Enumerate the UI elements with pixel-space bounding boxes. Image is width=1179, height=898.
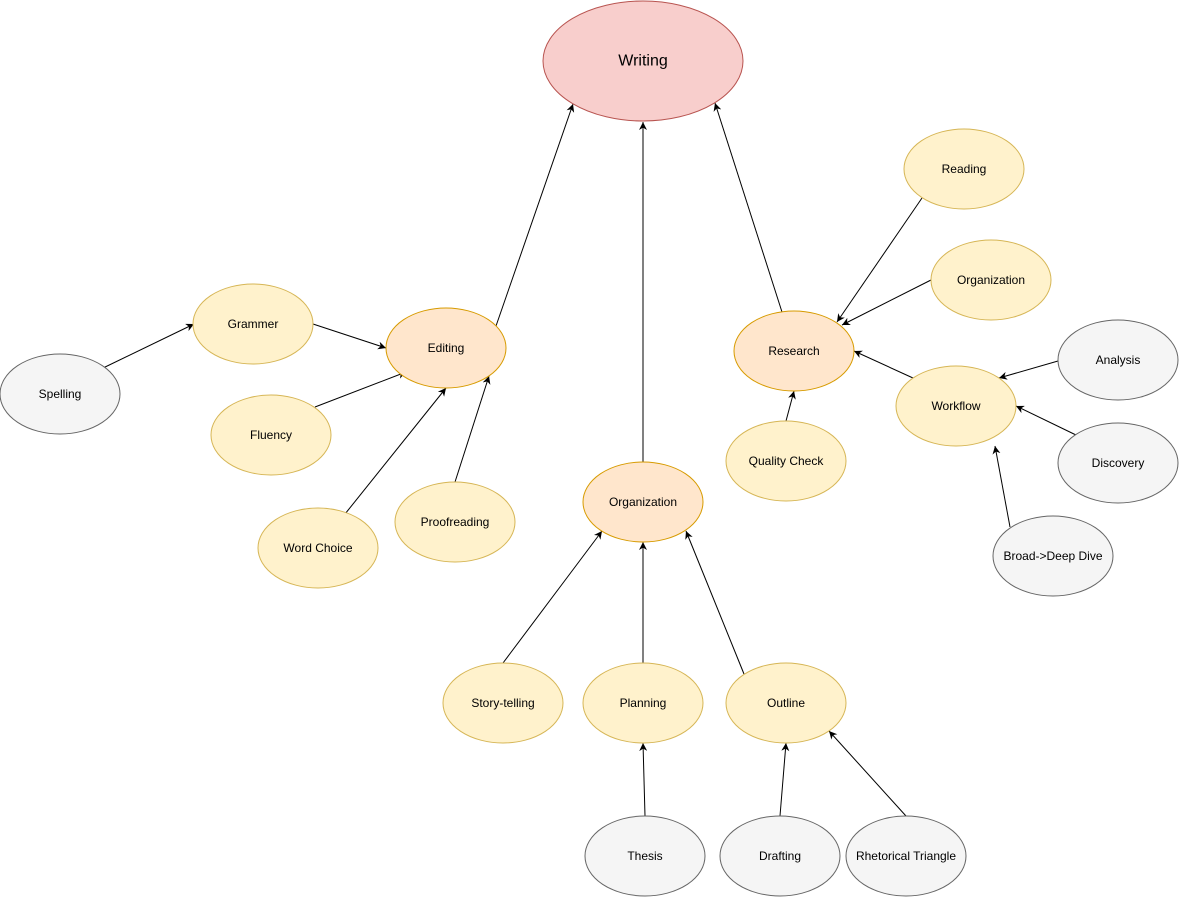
node-ellipse-workflow[interactable] [895,365,1017,447]
edge-grammer-to-editing [312,323,387,350]
node-ellipse-editing[interactable] [385,307,507,389]
node-ellipse-organization-research[interactable] [930,239,1052,321]
edge-spelling-to-grammer [100,323,195,370]
node-label-quality-check: Quality Check [749,454,825,468]
edge-rhetorical-triangle-to-outline [828,730,907,817]
node-ellipse-thesis[interactable] [584,815,706,897]
edge-fluency-to-editing [314,371,407,408]
node-label-editing: Editing [428,341,465,355]
edge-word-choice-to-editing [344,387,447,515]
node-ellipse-fluency[interactable] [210,394,332,476]
node-ellipse-outline[interactable] [725,662,847,744]
node-rhetorical-triangle[interactable]: Rhetorical Triangle [845,815,967,897]
node-quality-check[interactable]: Quality Check [725,420,847,502]
node-label-rhetorical-triangle: Rhetorical Triangle [856,849,956,863]
node-reading[interactable]: Reading [903,128,1025,210]
node-ellipse-story-telling[interactable] [442,662,564,744]
node-ellipse-analysis[interactable] [1057,319,1179,401]
node-label-drafting: Drafting [759,849,801,863]
node-ellipse-research[interactable] [733,310,855,392]
node-ellipse-discovery[interactable] [1057,422,1179,504]
node-fluency[interactable]: Fluency [210,394,332,476]
edge-workflow-to-research [853,350,914,379]
edge-quality-check-to-research [785,390,796,422]
node-label-workflow: Workflow [931,399,980,413]
node-label-writing: Writing [618,53,668,70]
node-broad-deep-dive[interactable]: Broad->Deep Dive [992,515,1114,597]
node-label-spelling: Spelling [39,387,82,401]
node-label-story-telling: Story-telling [471,696,534,710]
edge-drafting-to-outline [779,742,790,817]
node-research[interactable]: Research [733,310,855,392]
node-label-fluency: Fluency [250,428,292,442]
edge-organization-research-to-research [841,279,932,326]
node-label-outline: Outline [767,696,805,710]
edge-thesis-to-planning [639,742,648,817]
node-writing[interactable]: Writing [542,0,744,122]
edge-editing-to-writing [495,103,575,327]
node-grammer[interactable]: Grammer [192,283,314,365]
node-ellipse-reading[interactable] [903,128,1025,210]
edge-research-to-writing [713,102,783,313]
node-ellipse-quality-check[interactable] [725,420,847,502]
node-label-organization-research: Organization [957,273,1025,287]
node-label-organization-main: Organization [609,495,677,509]
node-label-planning: Planning [620,696,667,710]
node-label-grammer: Grammer [228,317,279,331]
node-label-reading: Reading [942,162,987,176]
node-label-research: Research [768,344,819,358]
node-discovery[interactable]: Discovery [1057,422,1179,504]
edge-story-telling-to-organization-main [502,530,603,664]
node-editing[interactable]: Editing [385,307,507,389]
node-label-proofreading: Proofreading [421,515,490,529]
node-ellipse-grammer[interactable] [192,283,314,365]
node-ellipse-writing[interactable] [542,0,744,122]
node-thesis[interactable]: Thesis [584,815,706,897]
node-label-word-choice: Word Choice [283,541,352,555]
node-ellipse-planning[interactable] [582,662,704,744]
node-ellipse-organization-main[interactable] [582,461,704,543]
node-drafting[interactable]: Drafting [719,815,841,897]
node-ellipse-proofreading[interactable] [394,481,516,563]
node-organization-main[interactable]: Organization [582,461,704,543]
edge-outline-to-organization-main [685,530,745,675]
node-proofreading[interactable]: Proofreading [394,481,516,563]
edge-discovery-to-workflow [1015,405,1077,436]
node-organization-research[interactable]: Organization [930,239,1052,321]
node-label-broad-deep-dive: Broad->Deep Dive [1003,549,1102,563]
node-ellipse-drafting[interactable] [719,815,841,897]
node-word-choice[interactable]: Word Choice [257,507,379,589]
edges-layer [100,102,1077,817]
node-analysis[interactable]: Analysis [1057,319,1179,401]
node-ellipse-broad-deep-dive[interactable] [992,515,1114,597]
edge-proofreading-to-editing [454,375,491,483]
node-ellipse-rhetorical-triangle[interactable] [845,815,967,897]
node-outline[interactable]: Outline [725,662,847,744]
node-label-analysis: Analysis [1096,353,1141,367]
node-label-thesis: Thesis [627,849,662,863]
node-ellipse-word-choice[interactable] [257,507,379,589]
node-ellipse-spelling[interactable] [0,353,121,435]
node-story-telling[interactable]: Story-telling [442,662,564,744]
edge-reading-to-research [836,197,923,323]
node-spelling[interactable]: Spelling [0,353,121,435]
edge-analysis-to-workflow [998,360,1059,380]
node-workflow[interactable]: Workflow [895,365,1017,447]
node-label-discovery: Discovery [1092,456,1145,470]
edge-broad-deep-dive-to-workflow [992,445,1011,528]
node-planning[interactable]: Planning [582,662,704,744]
